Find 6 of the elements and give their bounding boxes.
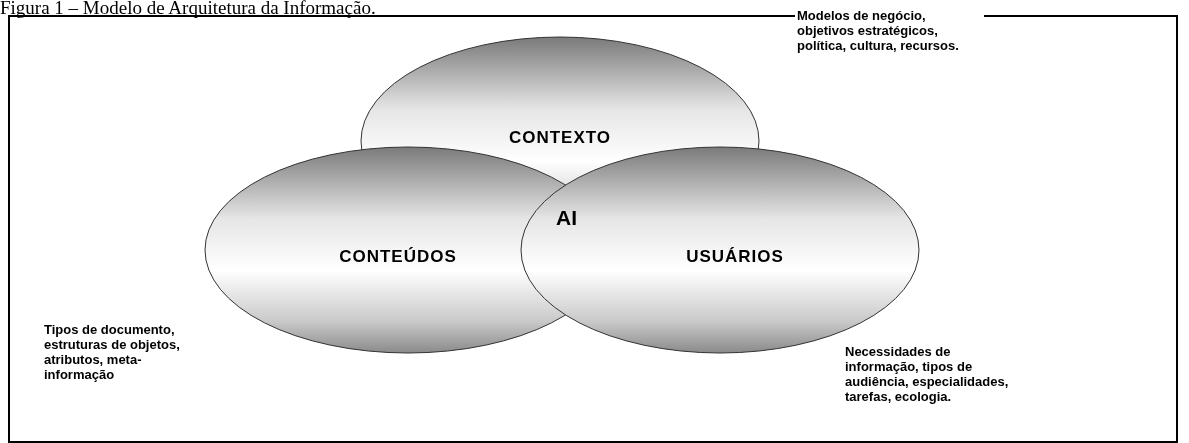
ellipse-label: CONTEXTO bbox=[508, 128, 612, 148]
figure-title: Figura 1 – Modelo de Arquitetura da Informação. bbox=[0, 0, 376, 19]
ellipse-label: USUÁRIOS bbox=[686, 247, 784, 267]
ellipse-label: CONTEÚDOS bbox=[339, 247, 457, 267]
center-label: AI bbox=[556, 206, 577, 230]
description-text: Modelos de negócio, objetivos estratégicos, política, cultura, recursos. bbox=[795, 8, 984, 53]
